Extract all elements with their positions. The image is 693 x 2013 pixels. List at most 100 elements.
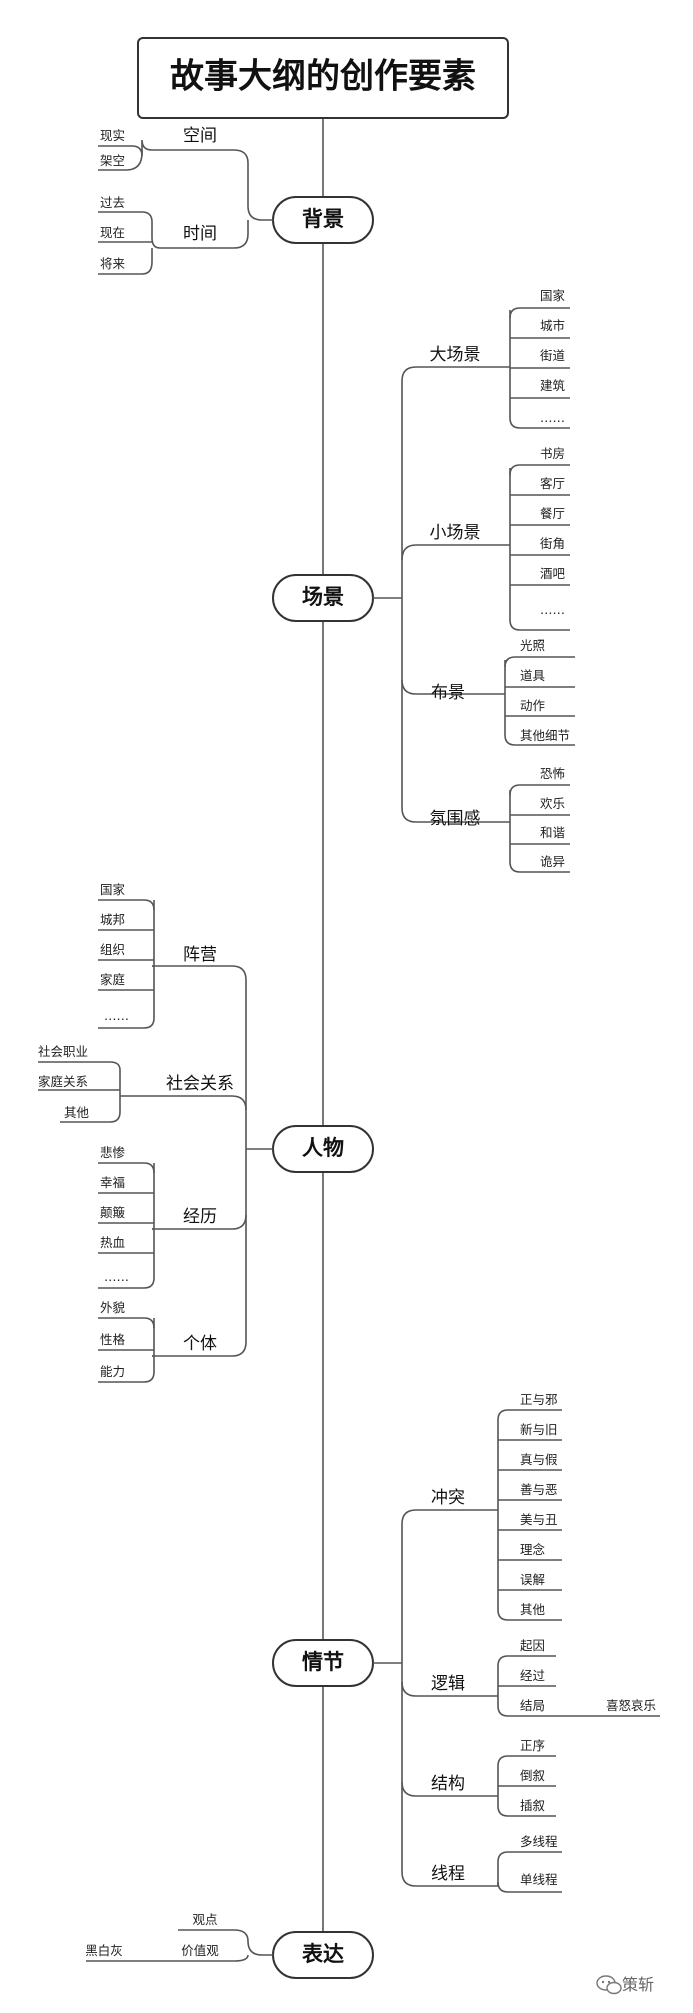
title-box [137, 37, 509, 119]
leaf-item: 欢乐 [540, 796, 565, 811]
watermark-text: 策斩 [622, 1975, 654, 1994]
conn-sub [152, 1215, 247, 1357]
leaf-item: 架空 [100, 153, 125, 168]
leaf-item: 和谐 [540, 825, 565, 840]
conn-sub [401, 1509, 498, 1663]
conn-leaf [98, 211, 172, 249]
branch-scene-label: 场景 [302, 585, 344, 609]
sub-label: 观点 [192, 1912, 217, 1927]
conn-sub [401, 1782, 498, 1887]
leaf-item: 理念 [520, 1542, 546, 1557]
leaf-item: 善与恶 [520, 1482, 558, 1497]
leaf-item: 颠簸 [100, 1205, 126, 1220]
leaf-item: 倒叙 [520, 1768, 545, 1783]
leaf-item: 其他 [520, 1602, 546, 1617]
sub-label: 价值观 [181, 1943, 219, 1958]
leaf-item: 幸福 [100, 1175, 125, 1190]
leaf-item: 多线程 [520, 1834, 558, 1849]
sub-label: 社会关系 [166, 1074, 234, 1094]
page-title: 故事大纲的创作要素 [170, 57, 476, 97]
leaf-item: 经过 [520, 1668, 546, 1683]
conn-leaf [98, 139, 172, 171]
leaf-item: 酒吧 [540, 566, 566, 581]
leaf-item: 性格 [100, 1332, 126, 1347]
leaf-item: …… [104, 1269, 129, 1284]
conn-sub [401, 598, 498, 695]
leaf-item: 恐怖 [540, 766, 565, 781]
leaf-item: 街道 [540, 348, 566, 363]
leaf-item: 起因 [520, 1638, 545, 1653]
sub-label: 布景 [431, 683, 465, 703]
sub-label: 小场景 [430, 523, 481, 543]
leaf-item: 城邦 [100, 912, 125, 927]
conn-leaf [131, 145, 143, 157]
branch-bg-label: 背景 [302, 207, 344, 231]
sub-label: 个体 [183, 1334, 217, 1354]
wechat-icon [596, 1975, 622, 1995]
leaf-item: 组织 [100, 942, 125, 957]
branch-person-label: 人物 [302, 1136, 344, 1160]
leaves-xiaochangjing [498, 464, 570, 631]
leaf-item: 其他细节 [520, 728, 570, 743]
leaf-item: 光照 [520, 638, 545, 653]
leaf-item: 过去 [100, 195, 125, 210]
sub-label: 结构 [431, 1774, 465, 1794]
leaf-item: 家庭关系 [38, 1074, 88, 1089]
leaf-item: 正序 [520, 1738, 545, 1753]
leaves-xiancheng [497, 1851, 562, 1893]
leaf-item: 其他 [64, 1105, 90, 1120]
branch-expression-label: 表达 [302, 1942, 344, 1966]
leaves-geti [98, 1317, 155, 1383]
leaf-item: 正与邪 [520, 1392, 558, 1407]
branch-plot-label: 情节 [302, 1650, 344, 1674]
sub-space: 空间 [183, 126, 217, 146]
leaf-item: 黑白灰 [85, 1943, 123, 1958]
leaf-item: 美与丑 [520, 1512, 558, 1527]
leaves-chongtu [497, 1409, 562, 1621]
leaf-item: 将来 [100, 256, 126, 271]
leaf-item: …… [540, 602, 565, 617]
leaf-item: 城市 [540, 318, 565, 333]
leaf-item: 诡异 [540, 854, 565, 869]
leaf-item: 建筑 [540, 378, 566, 393]
sub-label: 氛围感 [430, 809, 481, 829]
leaf-item: 能力 [100, 1364, 125, 1379]
conn-sub [152, 965, 247, 1149]
leaf-item: 误解 [520, 1572, 545, 1587]
leaves-zhenying [98, 899, 155, 1029]
leaves-jiegou [497, 1755, 556, 1817]
leaf-item: 动作 [520, 698, 546, 713]
conn-leaf [98, 248, 153, 275]
leaf-item: 国家 [100, 882, 126, 897]
leaves-fenweigan [498, 784, 570, 873]
leaf-item: 新与旧 [520, 1422, 558, 1437]
leaf-item: 家庭 [100, 972, 126, 987]
leaves-bujing [498, 656, 575, 746]
leaf-item: …… [104, 1008, 129, 1023]
sub-time: 时间 [183, 224, 217, 244]
leaf-item: 现实 [100, 128, 125, 143]
conn-sub [86, 1954, 249, 1962]
leaves-luoji [497, 1655, 660, 1717]
leaf-item: 国家 [540, 288, 566, 303]
conn-sub [401, 544, 498, 561]
conn-space [172, 149, 273, 221]
conn-sub [401, 680, 498, 823]
sub-label: 冲突 [431, 1488, 465, 1508]
sub-label: 逻辑 [431, 1674, 465, 1694]
leaf-item: 客厅 [540, 476, 565, 491]
leaf-item: 插叙 [520, 1798, 545, 1813]
leaf-item-extra: 喜怒哀乐 [606, 1698, 656, 1713]
conn-sub [178, 1929, 273, 1956]
sub-label: 大场景 [430, 345, 481, 365]
leaf-item: 现在 [100, 225, 125, 240]
leaf-item: 社会职业 [38, 1044, 88, 1059]
conn-sub [120, 1095, 247, 1111]
leaf-item: 真与假 [520, 1452, 558, 1467]
leaf-item: 道具 [520, 668, 546, 683]
leaf-item: 餐厅 [540, 506, 565, 521]
sub-label: 线程 [431, 1864, 465, 1884]
leaf-item: 结局 [520, 1698, 545, 1713]
conn-sub [401, 366, 498, 598]
leaves-shehuiguanxi [38, 1061, 121, 1123]
